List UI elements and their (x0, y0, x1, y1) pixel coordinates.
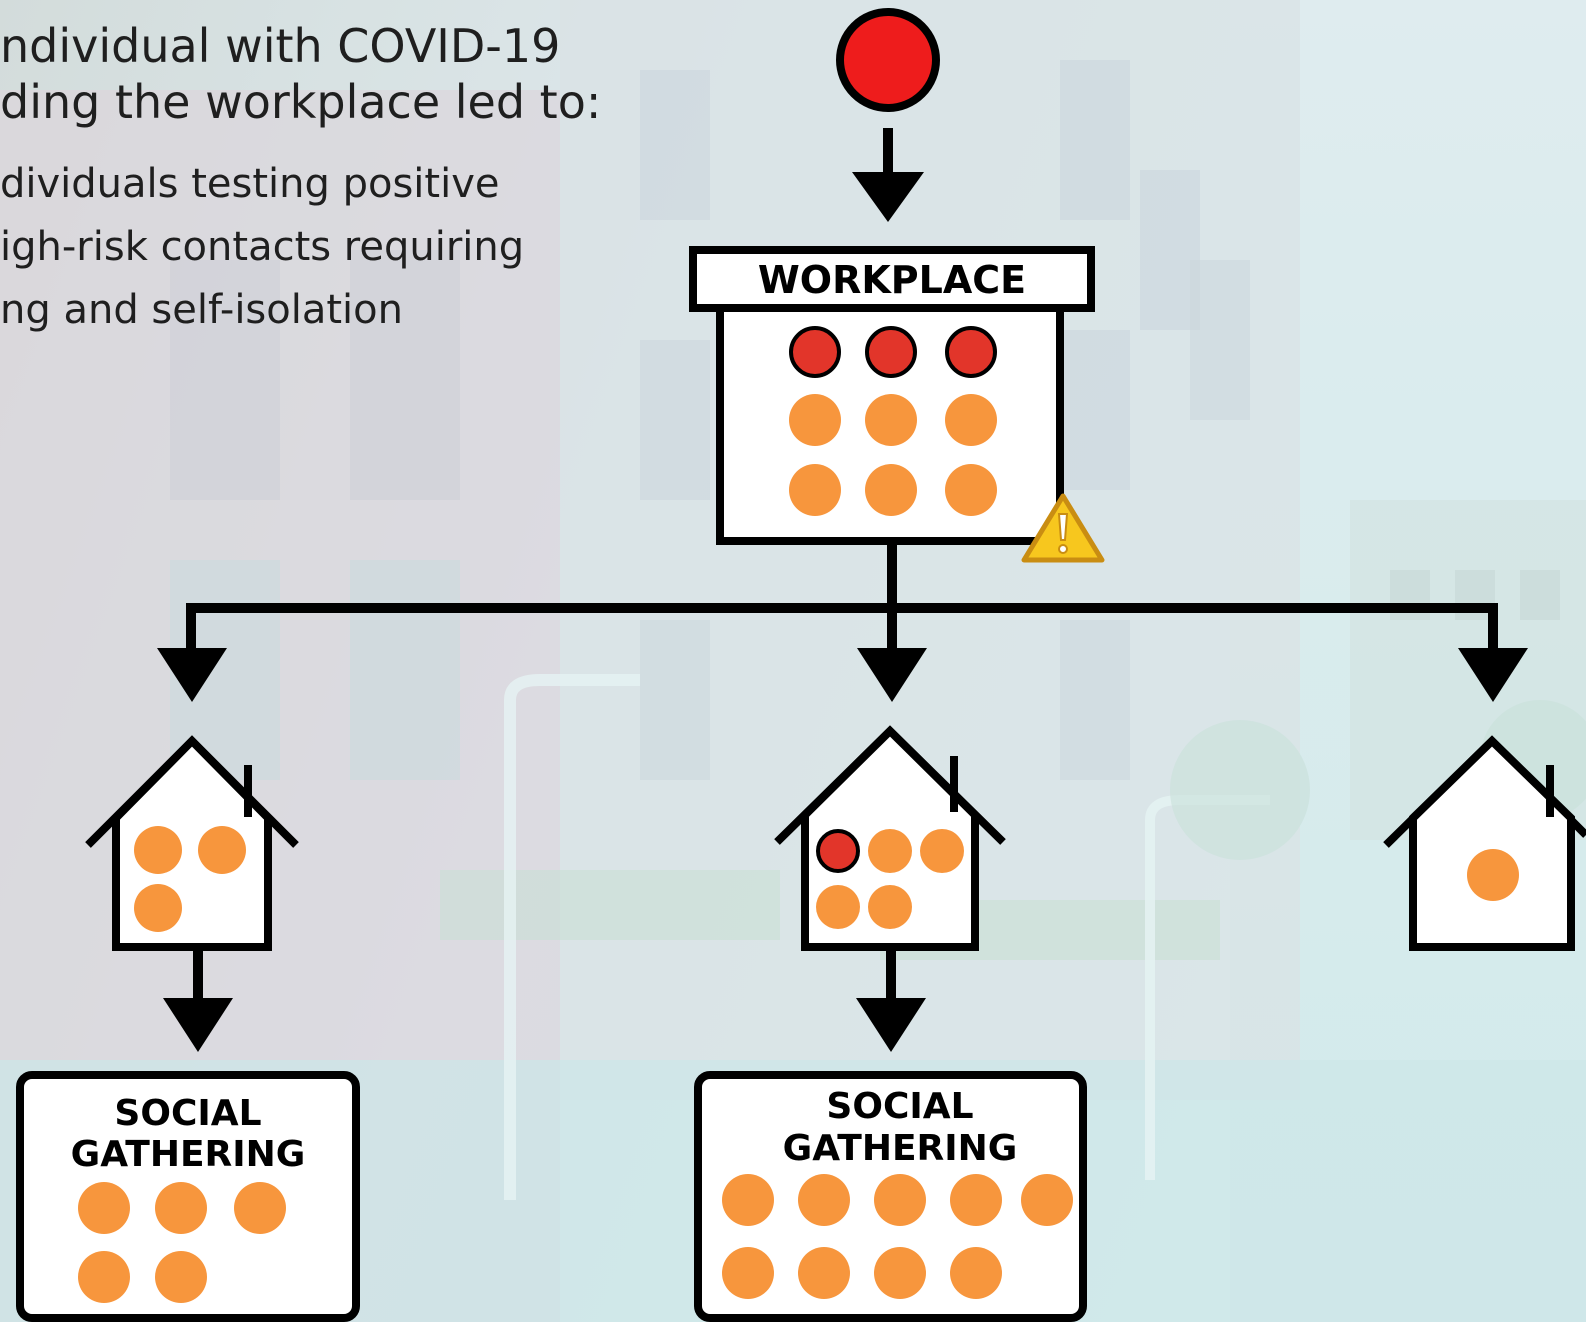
arrow-to-workplace (852, 128, 924, 222)
gathering-contact-dot (950, 1174, 1002, 1226)
home-contact-dot (1467, 849, 1519, 901)
home-positive-dot (816, 829, 860, 873)
gathering-contact-dot (798, 1174, 850, 1226)
workplace-positive-dot (865, 326, 917, 378)
intro-line-1: ndividual with COVID-19 (0, 19, 560, 73)
house-icon (1383, 735, 1586, 951)
gathering-contact-dot (78, 1251, 130, 1303)
home-contact-dot (920, 829, 964, 873)
workplace-contact-dot (865, 394, 917, 446)
home-contact-dot (198, 826, 246, 874)
gathering-1-title-line-2: GATHERING (71, 1134, 306, 1175)
branch-connectors (157, 541, 1528, 702)
intro-line-2: ding the workplace led to: (0, 75, 601, 129)
gathering-contact-dot (798, 1247, 850, 1299)
intro-bullet-1: dividuals testing positive (0, 161, 500, 207)
arrow-to-gathering-1 (163, 951, 233, 1052)
gathering-1-title-line-1: SOCIAL (114, 1093, 261, 1134)
house-icon (774, 725, 1006, 951)
intro-bullet-2: igh-risk contacts requiring (0, 224, 524, 270)
gathering-2-title-line-2: GATHERING (783, 1128, 1018, 1169)
social-gathering-node-1: SOCIAL GATHERING (16, 1071, 360, 1322)
workplace-contact-dot (945, 464, 997, 516)
gathering-2-title-line-1: SOCIAL (826, 1086, 973, 1127)
home-contact-dot (868, 885, 912, 929)
workplace-label-box (689, 246, 1095, 312)
workplace-positive-dot (945, 326, 997, 378)
workplace-contact-dot (789, 464, 841, 516)
gathering-contact-dot (234, 1182, 286, 1234)
gathering-contact-dot (155, 1182, 207, 1234)
workplace-positive-dot (789, 326, 841, 378)
gathering-contact-dot (874, 1174, 926, 1226)
index-case-dot (836, 8, 940, 112)
home-contact-dot (868, 829, 912, 873)
workplace-node: WORKPLACE (689, 246, 1095, 545)
arrow-to-gathering-2 (856, 951, 926, 1052)
intro-text: ndividual with COVID-19 ding the workpla… (0, 19, 601, 333)
workplace-label: WORKPLACE (758, 258, 1026, 302)
home-contact-dot (134, 884, 182, 932)
intro-bullet-3: ng and self-isolation (0, 287, 403, 333)
warning-triangle-icon (1021, 493, 1105, 563)
workplace-contact-dot (789, 394, 841, 446)
social-gathering-node-2: SOCIAL GATHERING (694, 1071, 1087, 1322)
house-icon (85, 735, 299, 951)
gathering-contact-dot (155, 1251, 207, 1303)
gathering-contact-dot (722, 1174, 774, 1226)
home-contact-dot (134, 826, 182, 874)
workplace-contact-dot (945, 394, 997, 446)
gathering-contact-dot (722, 1247, 774, 1299)
gathering-contact-dot (1021, 1174, 1073, 1226)
gathering-contact-dot (78, 1182, 130, 1234)
gathering-contact-dot (950, 1247, 1002, 1299)
home-contact-dot (816, 885, 860, 929)
gathering-contact-dot (874, 1247, 926, 1299)
workplace-contact-dot (865, 464, 917, 516)
